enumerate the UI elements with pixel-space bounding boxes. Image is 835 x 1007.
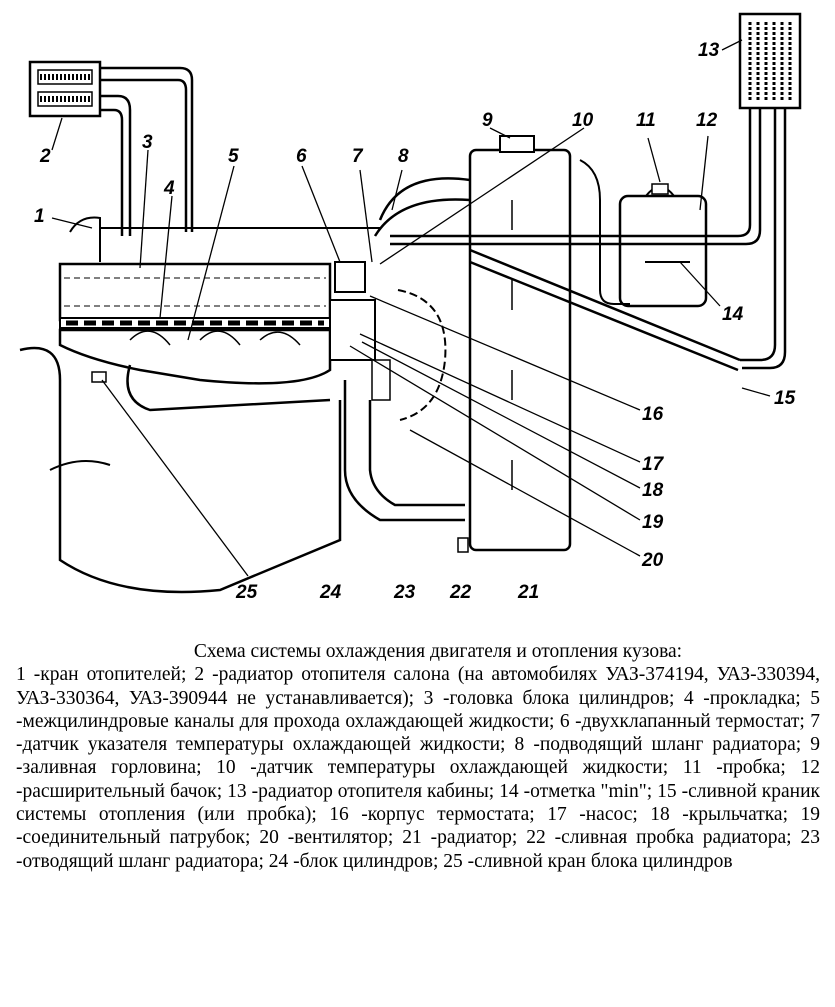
engine-head — [58, 216, 380, 329]
callout-18: 18 — [642, 480, 664, 501]
callout-20: 20 — [641, 550, 664, 571]
leader-lines — [51, 39, 771, 577]
callout-19: 19 — [642, 512, 664, 533]
callout-6: 6 — [296, 146, 307, 167]
caption-title: Схема системы охлаждения двигателя и ото… — [193, 641, 683, 662]
expansion-tank — [599, 183, 708, 308]
callout-3: 3 — [142, 132, 153, 153]
callout-12: 12 — [696, 110, 718, 131]
callout-14: 14 — [722, 304, 744, 325]
callout-1: 1 — [34, 206, 45, 227]
callout-2: 2 — [39, 146, 51, 167]
callout-5: 5 — [228, 146, 239, 167]
cooling-system-diagram: 1 2 3 4 5 6 7 8 9 10 11 12 13 14 15 16 1… — [19, 12, 802, 603]
callout-7: 7 — [352, 146, 364, 167]
radiator — [457, 135, 601, 553]
heater-pipe-upper — [100, 66, 194, 232]
callout-15: 15 — [774, 388, 796, 409]
callout-16: 16 — [642, 404, 664, 425]
callout-11: 11 — [636, 110, 656, 131]
heater-radiator-cab — [738, 12, 802, 110]
heater-radiator-salon — [28, 60, 102, 118]
return-pipe — [469, 248, 741, 372]
thermostat-pump — [329, 261, 465, 522]
callout-22: 22 — [449, 582, 472, 603]
cab-heater-pipes — [390, 108, 787, 370]
engine-block — [19, 328, 342, 594]
callout-numbers: 1 2 3 4 5 6 7 8 9 10 11 12 13 14 15 16 1… — [34, 40, 796, 603]
callout-17: 17 — [642, 454, 665, 475]
caption-legend: 1 -кран отопителей; 2 -радиатор отопител… — [16, 664, 820, 872]
callout-25: 25 — [235, 582, 258, 603]
callout-23: 23 — [393, 582, 416, 603]
heater-pipe-lower — [100, 94, 132, 236]
upper-hose — [373, 177, 471, 237]
callout-24: 24 — [319, 582, 342, 603]
callout-21: 21 — [517, 582, 539, 603]
callout-8: 8 — [398, 146, 409, 167]
callout-4: 4 — [163, 178, 175, 199]
diagram-caption: Схема системы охлаждения двигателя и ото… — [16, 640, 820, 873]
callout-10: 10 — [572, 110, 594, 131]
callout-13: 13 — [698, 40, 720, 61]
callout-9: 9 — [482, 110, 493, 131]
